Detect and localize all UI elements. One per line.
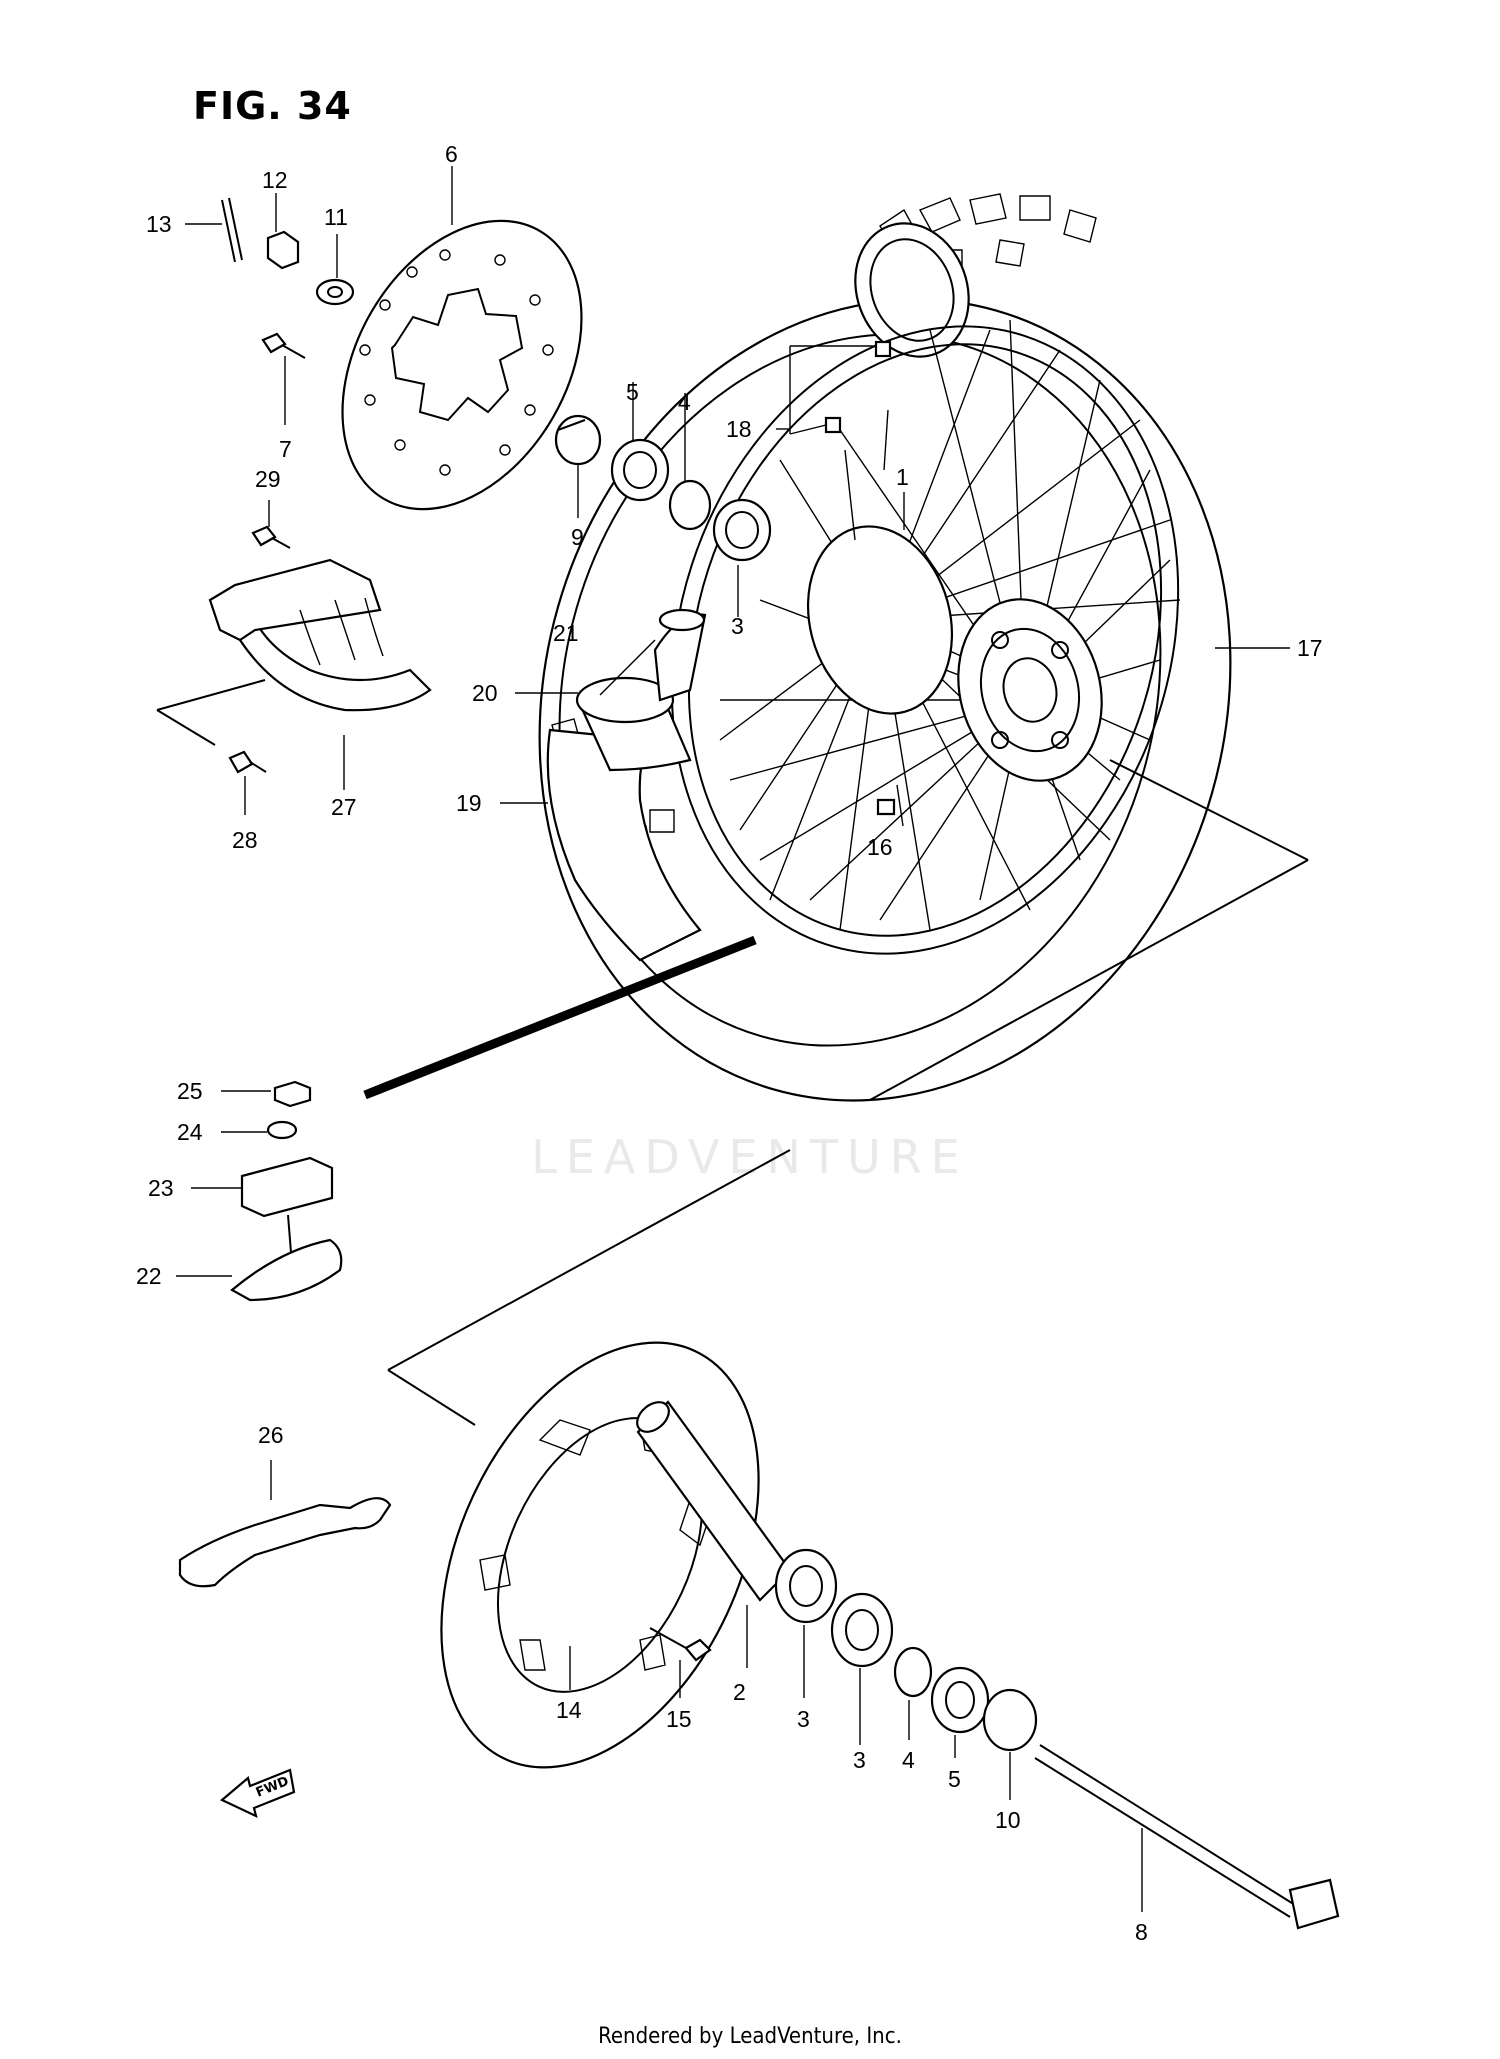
callout-4: 4 [678,389,691,415]
spacer [636,1400,792,1602]
callout-16: 16 [867,834,893,860]
callout-3: 3 [731,613,744,639]
callout-29: 29 [255,466,281,492]
disc-guard [156,558,432,774]
spoke-nipples [824,340,892,541]
callout-10: 10 [995,1807,1021,1833]
callout-7: 7 [279,436,292,462]
callout-13: 13 [146,211,172,237]
callout-2: 2 [733,1679,746,1705]
spanner-tool [178,1497,392,1588]
callout-28: 28 [232,827,258,853]
callout-4: 4 [902,1747,915,1773]
callout-18: 18 [726,416,752,442]
callout-24: 24 [177,1119,203,1145]
leader-lines [176,166,1290,1912]
rim [670,325,1180,955]
sprocket-bolt [649,1627,712,1662]
callout-21: 21 [553,620,579,646]
assembly-lines [363,759,1309,1426]
hub [806,525,1103,782]
callout-6: 6 [445,141,458,167]
rim-lock-parts [230,1080,343,1302]
axle [1034,1744,1340,1930]
callout-1: 1 [896,464,909,490]
callout-5: 5 [948,1766,961,1792]
callout-5: 5 [626,379,639,405]
disc-hardware [221,197,602,549]
brake-disc [341,219,583,511]
callout-15: 15 [666,1706,692,1732]
callout-8: 8 [1135,1919,1148,1945]
rear-wheel-assembly [538,193,1232,1102]
tube-and-rim-band [546,608,707,962]
callout-17: 17 [1297,635,1323,661]
callout-3: 3 [853,1747,866,1773]
figure-title: FIG. 34 [193,84,352,128]
fwd-arrow-icon: FWD [219,1768,296,1818]
callout-22: 22 [136,1263,162,1289]
hub-bolt [876,798,896,816]
lower-bearings [774,1548,1038,1752]
footer-credit: Rendered by LeadVenture, Inc. [598,2024,902,2049]
callout-26: 26 [258,1422,284,1448]
callout-25: 25 [177,1078,203,1104]
callout-labels: 1 2 3 3 3 4 4 5 5 6 7 8 9 10 11 12 13 14… [136,141,1323,1945]
callout-19: 19 [456,790,482,816]
callout-20: 20 [472,680,498,706]
callout-3: 3 [797,1706,810,1732]
callout-11: 11 [324,204,348,230]
callout-12: 12 [262,167,288,193]
callout-23: 23 [148,1175,174,1201]
callout-14: 14 [556,1697,582,1723]
upper-bearings [610,438,772,562]
callout-9: 9 [571,524,584,550]
callout-27: 27 [331,794,357,820]
